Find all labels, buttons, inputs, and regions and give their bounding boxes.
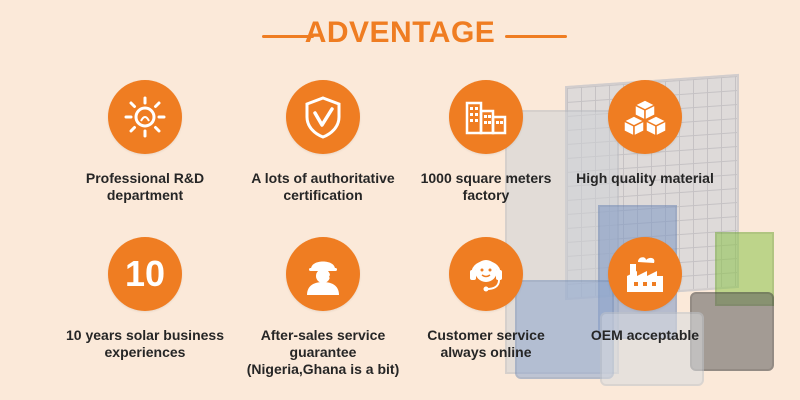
feature-label-line: factory: [462, 187, 510, 203]
feature-label: OEM acceptable: [555, 327, 735, 344]
feature-label: 10 years solar business experiences: [55, 327, 235, 361]
feature-years-experience: 10 10 years solar business experiences: [55, 237, 235, 361]
cubes-icon: [608, 80, 682, 154]
feature-label-line: Customer service: [427, 327, 545, 343]
header-divider-left: [262, 35, 314, 38]
feature-label-line: 1000 square meters: [420, 170, 552, 186]
feature-label-line: certification: [283, 187, 363, 203]
feature-material: High quality material: [555, 80, 735, 187]
number-10-icon: 10: [108, 237, 182, 311]
feature-customer-service: Customer service always online: [396, 237, 576, 361]
feature-label-line: After-sales service: [260, 327, 386, 343]
feature-label: Professional R&D department: [55, 170, 235, 204]
feature-label-line: OEM acceptable: [590, 327, 700, 343]
feature-label: Customer service always online: [396, 327, 576, 361]
factory-buildings-icon: [449, 80, 523, 154]
feature-label: After-sales service guarantee (Nigeria,G…: [233, 327, 413, 378]
shield-check-icon: [286, 80, 360, 154]
feature-after-sales: After-sales service guarantee (Nigeria,G…: [233, 237, 413, 378]
battery-box-image: [515, 280, 614, 379]
feature-label-line: Professional R&D: [85, 170, 205, 186]
feature-label: High quality material: [555, 170, 735, 187]
feature-label-line: 10 years solar business: [66, 327, 224, 343]
feature-label: A lots of authoritative certification: [233, 170, 413, 204]
header-divider-right: [505, 35, 567, 38]
feature-certification: A lots of authoritative certification: [233, 80, 413, 204]
section-header: ADVENTAGE: [0, 14, 800, 54]
feature-label-line: High quality material: [576, 170, 714, 186]
feature-label: 1000 square meters factory: [396, 170, 576, 204]
feature-label-line: always online: [440, 344, 532, 360]
feature-label-line: (Nigeria,Ghana is a bit): [246, 361, 400, 377]
feature-label-line: A lots of authoritative: [251, 170, 395, 186]
power-station-image: [600, 312, 704, 386]
feature-label-line: department: [106, 187, 184, 203]
support-worker-icon: [286, 237, 360, 311]
feature-rd-department: Professional R&D department: [55, 80, 235, 204]
feature-label-line: guarantee: [289, 344, 357, 360]
feature-label-line: experiences: [104, 344, 186, 360]
feature-factory-area: 1000 square meters factory: [396, 80, 576, 204]
oem-factory-icon: [608, 237, 682, 311]
feature-oem: OEM acceptable: [555, 237, 735, 344]
years-number: 10: [124, 253, 166, 294]
research-sun-icon: [108, 80, 182, 154]
headset-agent-icon: [449, 237, 523, 311]
section-title: ADVENTAGE: [304, 16, 496, 49]
